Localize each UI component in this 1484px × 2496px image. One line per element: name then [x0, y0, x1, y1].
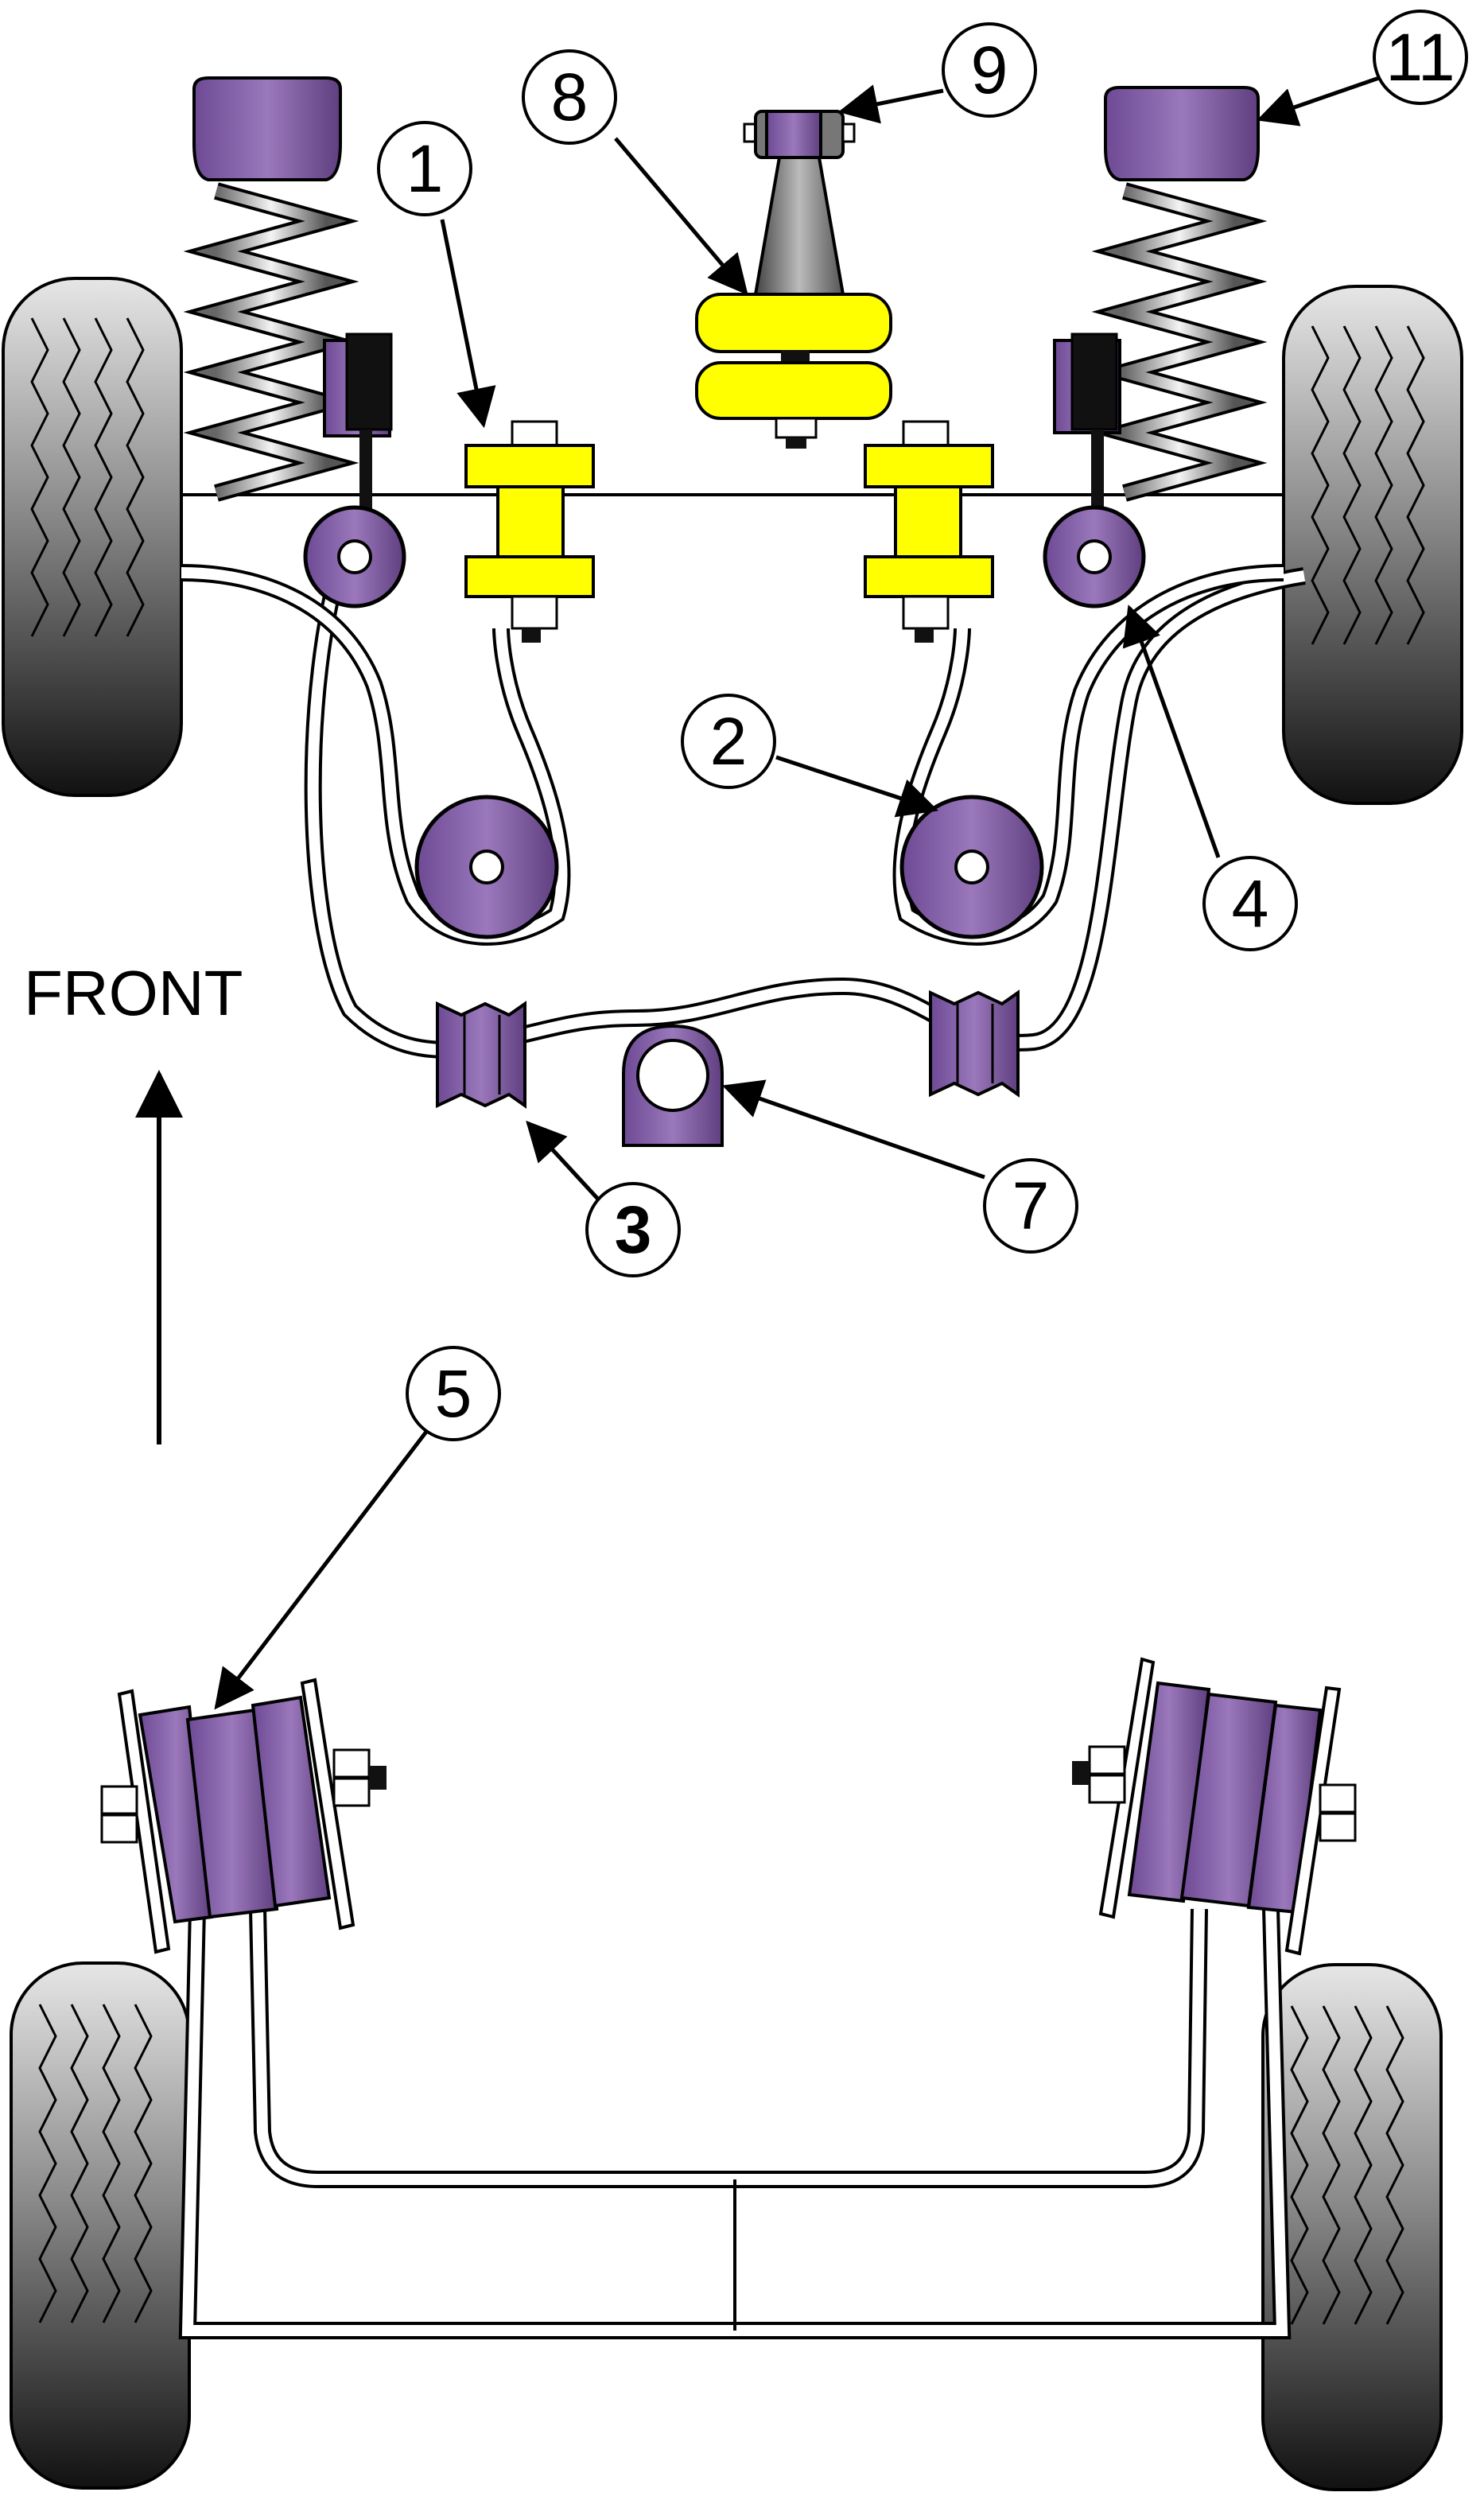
arb-d-bush	[622, 1024, 724, 1147]
callout-5: 5	[406, 1346, 501, 1441]
arb-bush-left	[436, 1001, 526, 1109]
tyre-front-left	[10, 1961, 191, 2490]
tyre-rear-right	[1282, 285, 1463, 805]
callout-3-label: 3	[615, 1192, 652, 1267]
callout-7-label: 7	[1012, 1168, 1050, 1243]
callout-8-label: 8	[551, 60, 589, 134]
leader-2	[775, 755, 938, 818]
drop-link-right	[1053, 332, 1121, 509]
leader-11	[1257, 76, 1380, 126]
leader-8	[614, 137, 748, 296]
trailing-arm-right	[892, 564, 1284, 946]
tyre-front-right	[1261, 1963, 1443, 2491]
arb-bush-right	[929, 989, 1020, 1098]
callout-8: 8	[522, 49, 617, 145]
leader-arrows	[214, 76, 1380, 1710]
leader-7	[722, 1079, 985, 1180]
yellow-bush-left	[464, 420, 595, 643]
bush-droplink-lower-right	[1043, 505, 1146, 608]
trailing-arm-left	[181, 564, 571, 946]
callout-7: 7	[983, 1158, 1078, 1254]
callout-9-label: 9	[971, 33, 1008, 107]
callout-5-label: 5	[435, 1356, 472, 1431]
front-label: FRONT	[24, 958, 243, 1028]
leader-3	[526, 1120, 604, 1206]
rear-spring-left	[183, 182, 359, 502]
front-subframe	[178, 1908, 1292, 2339]
callout-4-label: 4	[1232, 866, 1269, 941]
bush-droplink-lower-left	[303, 505, 406, 608]
bush-trailing-arm-front-right	[899, 795, 1044, 939]
anti-roll-bar	[304, 554, 1306, 1059]
callout-4: 4	[1202, 856, 1298, 951]
bush-trailing-arm-front-left	[414, 795, 559, 939]
front-bush-right	[1072, 1657, 1357, 1956]
leader-4	[1122, 605, 1221, 858]
leader-5	[214, 1430, 428, 1710]
callout-11: 11	[1373, 10, 1468, 105]
spring-top-mount-right	[1104, 86, 1260, 181]
callout-9: 9	[942, 22, 1037, 118]
callout-1: 1	[377, 121, 472, 216]
tyre-rear-left	[2, 277, 183, 797]
callout-2-label: 2	[710, 704, 748, 779]
callout-3: 3	[585, 1182, 681, 1277]
rear-spring-right	[1091, 182, 1268, 502]
callout-1-label: 1	[406, 131, 444, 206]
front-direction-indicator: FRONT	[24, 958, 243, 1444]
callout-2: 2	[681, 694, 776, 789]
leader-1	[440, 219, 496, 429]
drop-link-left	[323, 332, 393, 509]
yellow-bush-right	[864, 420, 994, 643]
spring-top-mount-left	[192, 76, 342, 181]
diff-mount	[695, 110, 892, 449]
callout-11-label: 11	[1385, 20, 1455, 95]
leader-9	[837, 84, 944, 124]
front-bush-left	[100, 1678, 387, 1954]
